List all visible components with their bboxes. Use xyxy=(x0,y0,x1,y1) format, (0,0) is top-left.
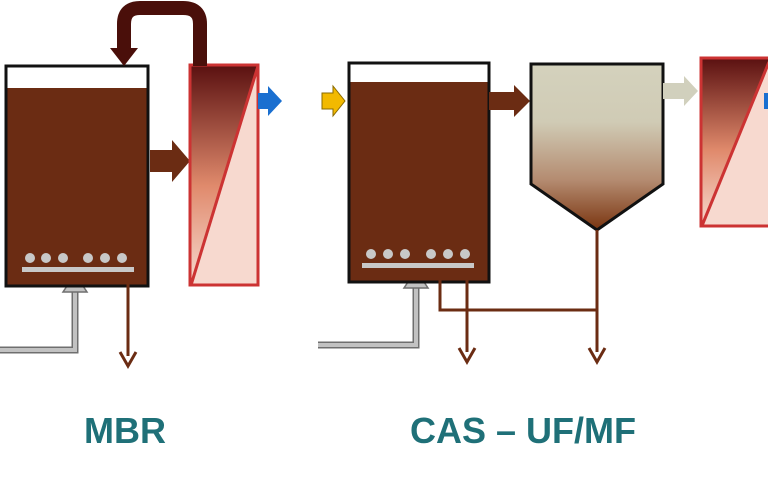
cas-clarifier xyxy=(531,64,663,230)
mbr-permeate-arrow-icon xyxy=(258,86,282,116)
cas-air-pipe xyxy=(318,282,416,345)
mbr-feed-arrow-icon xyxy=(150,140,190,182)
cas-feed-arrow-icon xyxy=(489,85,530,117)
cas-air-pipe-fill xyxy=(318,282,416,345)
mbr-recycle-arrow-icon xyxy=(110,48,138,66)
cas-influent-arrow-icon xyxy=(322,86,345,116)
cas-clarified-arrow-icon xyxy=(663,76,698,106)
mbr-air-pipe xyxy=(0,285,75,350)
mbr-system xyxy=(0,8,282,366)
cas-system xyxy=(318,58,768,362)
mbr-recycle-loop xyxy=(124,8,200,66)
mbr-label: MBR xyxy=(84,410,166,452)
mbr-air-pipe-fill xyxy=(0,285,75,350)
cas-uf-mf-label: CAS – UF/MF xyxy=(410,410,636,452)
cas-permeate-arrow-icon xyxy=(764,93,768,109)
